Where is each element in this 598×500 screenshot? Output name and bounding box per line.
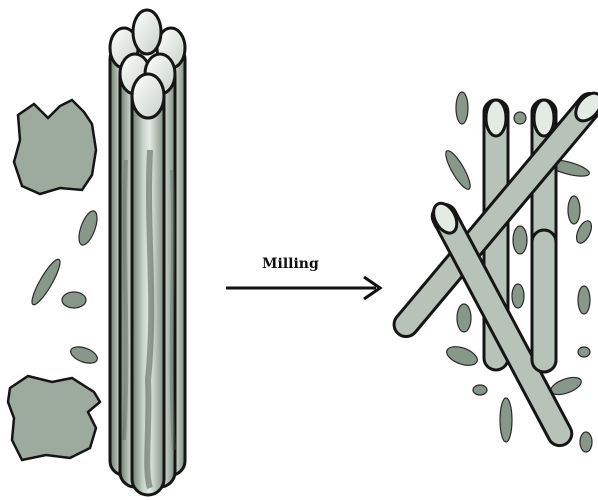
matrix-chunk-top — [14, 100, 96, 194]
bundle-side — [8, 10, 185, 495]
particle-group-left — [28, 209, 101, 367]
right-arrow-icon — [226, 277, 380, 299]
separated-fibers — [389, 87, 598, 450]
milled-side — [389, 87, 598, 452]
matrix-chunk-bottom — [8, 376, 100, 460]
milling-label: Milling — [262, 256, 319, 272]
